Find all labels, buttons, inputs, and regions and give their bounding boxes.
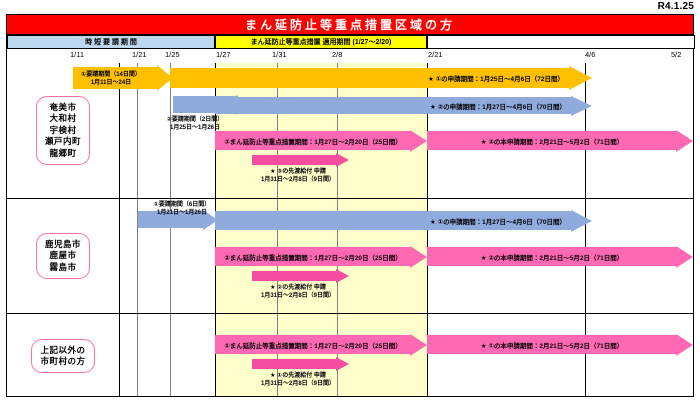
group-other: 上記以外の 市町村の方 ①まん延防止等重点措置期間：1月27日〜2月20日（25… (7, 314, 693, 398)
bar-label-main-application-3-amami: ★ ③の本申請期間：2月21日〜5月2日（71日間） (480, 138, 624, 146)
bar-main-application-1-other[interactable]: ★ ①の本申請期間：2月21日〜5月2日（71日間） (427, 333, 693, 356)
bar-label-priority-measures-1-other: ①まん延防止等重点措置期間：1月27日〜2月20日（25日間） (224, 342, 402, 350)
label-line: 上記以外の (40, 344, 86, 355)
caption-request-period-2-amami: ②要請期間（2日間） 1月25日〜1月26日 (135, 116, 255, 132)
group-label-other: 上記以外の 市町村の方 (31, 338, 95, 374)
tick-label-5: 2/8 (332, 50, 343, 59)
tick-label-0: 1/11 (70, 50, 85, 59)
legend-shortened-hours-period: 時 短 要 請 期 間 (7, 35, 215, 49)
group-amami: 奄美市 大和村 宇検村 瀬戸内町 龍郷町 ①要請期間（14日間） 1月11日〜2… (7, 63, 693, 199)
date-ruler: 1/11 1/21 1/25 1/27 1/31 2/8 2/21 4/6 5/… (7, 49, 693, 63)
label-line: 大和村 (49, 113, 77, 124)
caption-line-2: 1月11日〜24日 (90, 80, 132, 87)
gridline-label-divider (119, 63, 120, 396)
caption-line-2: 1月25日〜1月26日 (169, 125, 221, 132)
bar-advance-payment-3-amami[interactable] (252, 153, 349, 167)
caption-advance-payment-2-kagoshima: ★ ②の先渡給付 申請 1月31日〜2月8日（9日間） (235, 284, 361, 300)
caption-line-2: 1月21日〜1月26日 (156, 210, 208, 217)
caption-line-1: ★ ②の先渡給付 申請 (270, 285, 326, 291)
group-kagoshima: 鹿児島市 鹿屋市 霧島市 ①要請期間（6日間） 1月21日〜1月26日 (7, 199, 693, 314)
bar-advance-payment-2-kagoshima[interactable] (252, 269, 349, 283)
tick-label-8: 5/2 (671, 50, 682, 59)
label-line: 鹿児島市 (44, 238, 81, 249)
bar-label-application-period-2-amami: ★ ②の申請期間：1月27日〜4月6日（70日間） (430, 103, 566, 111)
bar-application-period-2-amami[interactable]: ★ ②の申請期間：1月27日〜4月6日（70日間） (215, 95, 592, 116)
caption-line-2: 1月31日〜2月8日（9日間） (260, 381, 336, 388)
caption-line-1: ①要請期間（14日間） (81, 72, 141, 78)
tick-label-6: 2/21 (428, 50, 443, 59)
group-label-cell-other: 上記以外の 市町村の方 (7, 314, 119, 398)
document-date: R4.1.25 (657, 1, 694, 12)
bar-request-period-1-amami[interactable] (73, 65, 173, 91)
caption-advance-payment-1-other: ★ ①の先渡給付 申請 1月31日〜2月8日（9日間） (235, 372, 361, 388)
label-line: 霧島市 (49, 261, 77, 272)
caption-request-period-1-amami: ①要請期間（14日間） 1月11日〜24日 (69, 71, 153, 87)
bar-main-application-2-kagoshima[interactable]: ★ ②の本申請期間：2月21日〜5月2日（71日間） (427, 245, 693, 268)
bar-label-application-period-1-amami: ★ ①の申請期間：1月25日〜4月6日（72日間） (428, 76, 564, 83)
chart-body: 奄美市 大和村 宇検村 瀬戸内町 龍郷町 ①要請期間（14日間） 1月11日〜2… (7, 63, 693, 396)
legend-band: 時 短 要 請 期 間 まん延防止等重点措置 適用期間 (1/27〜2/20) (7, 35, 695, 49)
gridline-0121 (137, 63, 138, 396)
caption-line-2: 1月31日〜2月8日（9日間） (260, 293, 336, 300)
label-line: 奄美市 (49, 101, 77, 112)
caption-line-2: 1月31日〜2月8日（9日間） (260, 177, 336, 184)
group-label-cell-kagoshima: 鹿児島市 鹿屋市 霧島市 (7, 199, 119, 313)
bar-priority-measures-1-other[interactable]: ①まん延防止等重点措置期間：1月27日〜2月20日（25日間） (215, 333, 427, 356)
tick-label-7: 4/6 (585, 50, 596, 59)
group-label-amami: 奄美市 大和村 宇検村 瀬戸内町 龍郷町 (35, 95, 90, 166)
label-line: 鹿屋市 (49, 250, 77, 261)
bar-label-priority-measures-3-amami: ③まん延防止等重点措置期間：1月27日〜2月20日（25日間） (224, 138, 402, 146)
bar-main-application-3-amami[interactable]: ★ ③の本申請期間：2月21日〜5月2日（71日間） (427, 129, 693, 152)
caption-request-period-1-kagoshima: ①要請期間（6日間） 1月21日〜1月26日 (127, 201, 237, 217)
group-label-kagoshima: 鹿児島市 鹿屋市 霧島市 (35, 232, 90, 280)
tick-label-1: 1/21 (132, 50, 147, 59)
chart-frame: まん延防止等重点措置区域の方 時 短 要 請 期 間 まん延防止等重点措置 適用… (6, 14, 695, 397)
bar-label-priority-measures-2-kagoshima: ②まん延防止等重点措置期間：1月27日〜2月20日（25日間） (224, 254, 402, 262)
legend-empty-segment (427, 35, 695, 49)
caption-line-1: ★ ①の先渡給付 申請 (270, 373, 326, 379)
tick-label-3: 1/27 (216, 50, 231, 59)
tick-label-4: 1/31 (272, 50, 287, 59)
caption-line-1: ★ ③の先渡給付 申請 (270, 169, 326, 175)
bar-label-application-period-1-kagoshima: ★ ①の申請期間：1月27日〜4月6日（70日間） (430, 218, 566, 226)
bar-advance-payment-1-other[interactable] (252, 357, 349, 371)
bar-label-main-application-1-other: ★ ①の本申請期間：2月21日〜5月2日（71日間） (480, 342, 624, 350)
bar-label-main-application-2-kagoshima: ★ ②の本申請期間：2月21日〜5月2日（71日間） (480, 254, 624, 262)
bar-priority-measures-3-amami[interactable]: ③まん延防止等重点措置期間：1月27日〜2月20日（25日間） (215, 129, 427, 152)
label-line: 市町村の方 (40, 356, 86, 366)
bar-priority-measures-2-kagoshima[interactable]: ②まん延防止等重点措置期間：1月27日〜2月20日（25日間） (215, 245, 427, 268)
caption-advance-payment-3-amami: ★ ③の先渡給付 申請 1月31日〜2月8日（9日間） (235, 168, 361, 184)
label-line: 瀬戸内町 (44, 136, 81, 147)
caption-line-1: ②要請期間（2日間） (166, 117, 224, 123)
caption-line-1: ①要請期間（6日間） (153, 202, 211, 208)
page-title: まん延防止等重点措置区域の方 (7, 15, 693, 35)
gridline-0125 (170, 63, 171, 396)
bar-application-period-1-kagoshima[interactable]: ★ ①の申請期間：1月27日〜4月6日（70日間） (215, 209, 592, 232)
bar-request-period-1-kagoshima[interactable] (138, 209, 218, 230)
tick-label-2: 1/25 (165, 50, 180, 59)
legend-priority-measures-period: まん延防止等重点措置 適用期間 (1/27〜2/20) (215, 35, 427, 49)
label-line: 宇検村 (49, 124, 77, 135)
bar-application-period-1-amami[interactable]: ★ ①の申請期間：1月25日〜4月6日（72日間） (170, 66, 592, 90)
group-label-cell-amami: 奄美市 大和村 宇検村 瀬戸内町 龍郷町 (7, 63, 119, 198)
label-line: 龍郷町 (49, 147, 77, 158)
